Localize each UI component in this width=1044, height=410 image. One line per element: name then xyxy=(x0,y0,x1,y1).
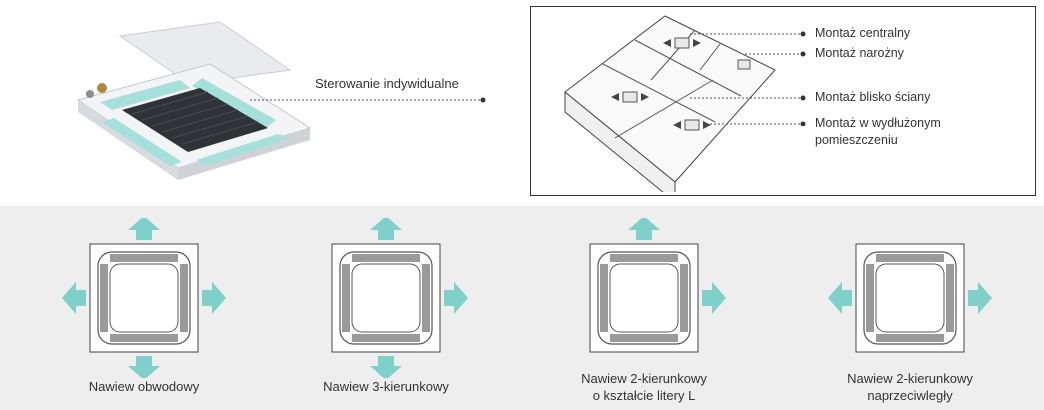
airflow-caption-opposite: Nawiew 2-kierunkowy naprzeciwległy xyxy=(847,371,973,403)
airflow-item-l-shape xyxy=(544,218,744,378)
airflow-caption-3way: Nawiew 3-kierunkowy xyxy=(323,379,449,394)
vent-top xyxy=(876,254,944,262)
vent-bottom xyxy=(876,334,944,342)
airflow-diagram-opposite xyxy=(828,243,992,353)
airflow-arrow-down xyxy=(128,356,160,378)
vent-left xyxy=(342,264,350,332)
individual-control-label: Sterowanie indywidualne xyxy=(315,76,459,91)
airflow-arrow-up xyxy=(628,218,660,240)
airflow-arrow-left xyxy=(62,282,86,314)
panel-inner xyxy=(609,263,679,333)
panel-inner xyxy=(109,263,179,333)
install-label-elongated-room: Montaż w wydłużonym pomieszczeniu xyxy=(815,116,941,147)
airflow-arrow-down xyxy=(370,356,402,378)
airflow-diagram-l-shape xyxy=(589,218,726,353)
vent-right xyxy=(422,264,430,332)
vent-top xyxy=(352,254,420,262)
install-label-near-wall: Montaż blisko ściany xyxy=(815,90,931,104)
vent-bottom xyxy=(352,334,420,342)
airflow-arrow-right xyxy=(968,282,992,314)
airflow-item-opposite xyxy=(810,218,1010,378)
airflow-item-perimeter xyxy=(44,218,244,378)
airflow-diagram-3way xyxy=(331,218,468,378)
airflow-arrow-right xyxy=(702,282,726,314)
vent-right xyxy=(946,264,954,332)
airflow-arrow-up xyxy=(128,218,160,240)
install-leader-lines xyxy=(690,26,810,126)
panel-inner xyxy=(351,263,421,333)
panel-inner xyxy=(875,263,945,333)
vent-left xyxy=(100,264,108,332)
airflow-caption-l-shape: Nawiew 2-kierunkowy o kształcie litery L xyxy=(581,371,707,403)
room-layout-diagram xyxy=(545,10,845,192)
vent-right xyxy=(180,264,188,332)
vent-right xyxy=(680,264,688,332)
airflow-item-3way xyxy=(286,218,486,378)
vent-top xyxy=(110,254,178,262)
airflow-arrow-up xyxy=(370,218,402,240)
airflow-diagram-perimeter xyxy=(62,218,226,378)
install-label-corner: Montaż narożny xyxy=(815,46,904,60)
vent-left xyxy=(600,264,608,332)
vent-left xyxy=(866,264,874,332)
airflow-arrow-left xyxy=(828,282,852,314)
install-label-central: Montaż centralny xyxy=(815,26,911,40)
callout-leader-line xyxy=(250,97,490,107)
cassette-unit-illustration xyxy=(60,18,320,198)
airflow-caption-perimeter: Nawiew obwodowy xyxy=(88,379,200,394)
vent-bottom xyxy=(610,334,678,342)
airflow-arrow-right xyxy=(202,282,226,314)
vent-bottom xyxy=(110,334,178,342)
airflow-arrow-right xyxy=(444,282,468,314)
vent-top xyxy=(610,254,678,262)
